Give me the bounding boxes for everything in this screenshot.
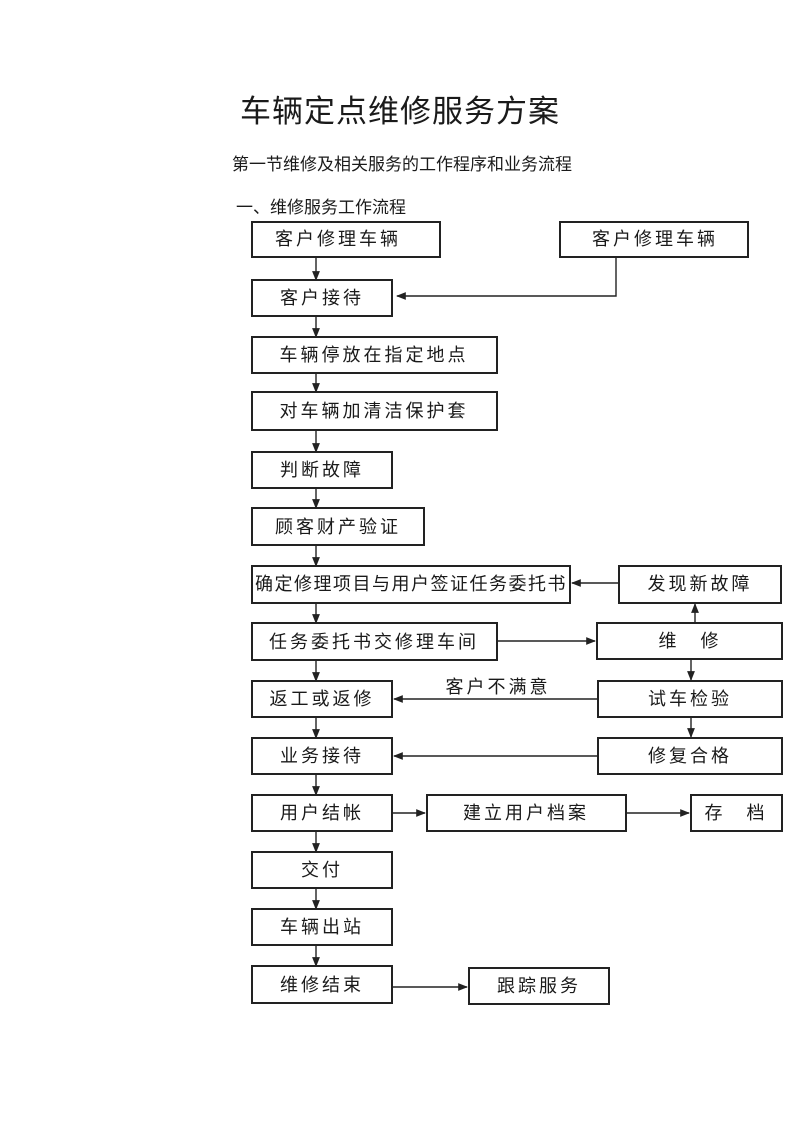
node-r7-label: 发现新故障: [648, 574, 753, 595]
edge-label-rework: 客户不满意: [446, 677, 551, 698]
node-n12: 交付: [251, 851, 393, 889]
node-n1: 客户修理车辆: [251, 221, 441, 258]
node-n6-label: 顾客财产验证: [275, 517, 401, 538]
node-n4-label: 对车辆加清洁保护套: [280, 401, 469, 422]
node-n13-label: 车辆出站: [280, 917, 364, 938]
node-n9-label: 返工或返修: [270, 689, 375, 710]
node-n3-label: 车辆停放在指定地点: [280, 345, 469, 366]
node-n4: 对车辆加清洁保护套: [251, 391, 498, 431]
node-n7-label: 确定修理项目与用户签证任务委托书: [255, 574, 567, 595]
node-n14-label: 维修结束: [280, 975, 364, 996]
node-m11: 建立用户档案: [426, 794, 627, 832]
node-n9: 返工或返修: [251, 680, 393, 718]
node-n3: 车辆停放在指定地点: [251, 336, 498, 374]
node-r10-label: 修复合格: [648, 746, 732, 767]
node-n6: 顾客财产验证: [251, 507, 425, 546]
document-title: 车辆定点维修服务方案: [240, 94, 560, 130]
node-n2-label: 客户接待: [280, 288, 364, 309]
node-r8-label: 维 修: [659, 631, 722, 652]
node-n11-label: 用户结帐: [280, 803, 364, 824]
node-n5: 判断故障: [251, 451, 393, 489]
node-n5-label: 判断故障: [280, 460, 364, 481]
node-n10: 业务接待: [251, 737, 393, 775]
node-n1-label: 客户修理车辆: [275, 229, 401, 250]
node-m11-label: 建立用户档案: [463, 803, 589, 824]
node-r11-label: 存 档: [705, 803, 768, 824]
section-heading: 第一节维修及相关服务的工作程序和业务流程: [232, 155, 572, 175]
node-m14: 跟踪服务: [468, 967, 610, 1005]
node-n14: 维修结束: [251, 965, 393, 1004]
node-r1: 客户修理车辆: [559, 221, 749, 258]
node-n7: 确定修理项目与用户签证任务委托书: [251, 565, 571, 604]
node-m14-label: 跟踪服务: [497, 976, 581, 997]
node-r10: 修复合格: [597, 737, 783, 775]
node-n2: 客户接待: [251, 279, 393, 317]
connectors: [312, 257, 699, 991]
node-n11: 用户结帐: [251, 794, 393, 832]
node-r8: 维 修: [596, 622, 783, 660]
subsection-heading: 一、维修服务工作流程: [236, 198, 406, 218]
node-n8: 任务委托书交修理车间: [251, 622, 498, 661]
node-n13: 车辆出站: [251, 908, 393, 946]
node-r7: 发现新故障: [618, 565, 782, 604]
node-n8-label: 任务委托书交修理车间: [269, 632, 479, 653]
node-r11: 存 档: [690, 794, 783, 832]
node-r9-label: 试车检验: [648, 689, 732, 710]
node-r9: 试车检验: [597, 680, 783, 718]
edge-r1-n2: [396, 257, 617, 300]
node-n10-label: 业务接待: [280, 746, 364, 767]
node-n12-label: 交付: [301, 860, 343, 881]
node-r1-label: 客户修理车辆: [592, 229, 718, 250]
